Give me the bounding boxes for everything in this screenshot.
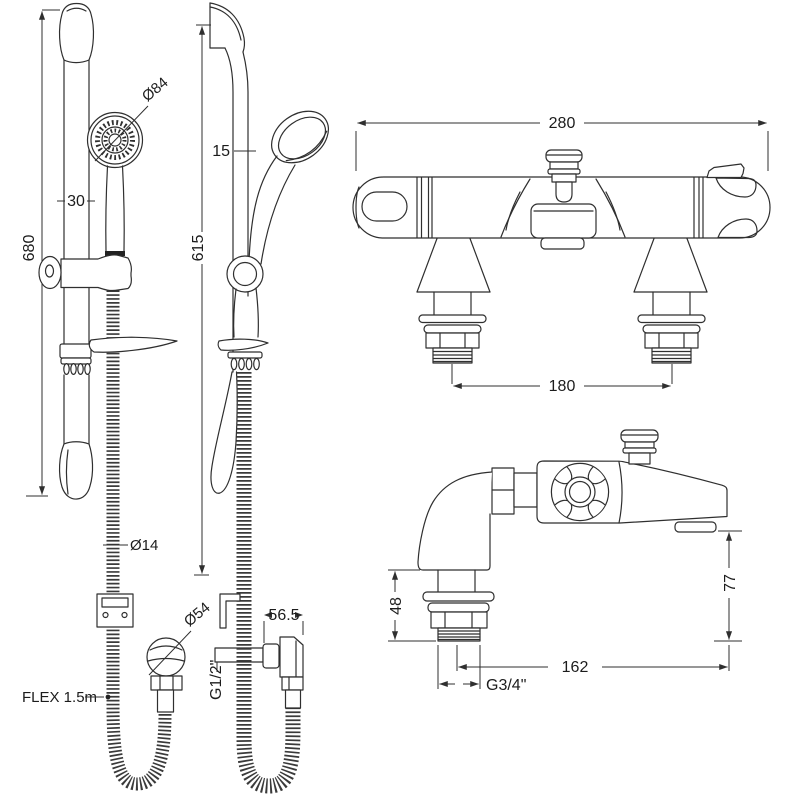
shower-hose-side xyxy=(244,372,293,786)
tail-centres-dimension: 180 xyxy=(549,378,576,395)
shower-outlet-front xyxy=(541,238,584,249)
diverter-side xyxy=(621,430,658,464)
soap-dish-front xyxy=(89,337,177,352)
flow-handle-grip xyxy=(362,192,407,221)
rail-depth-dimension: 15 xyxy=(212,143,230,160)
deck-to-thread-dimension: 48 xyxy=(388,597,405,615)
wall-outlet-side xyxy=(263,637,303,708)
rail-top-end xyxy=(60,4,94,63)
temperature-handle xyxy=(707,164,757,238)
rail-front-view: 680 30 Ø84 xyxy=(21,4,214,785)
spout-height-dimension: 77 xyxy=(722,574,739,592)
handset-handle xyxy=(106,166,108,251)
outlet-projection-dimension: 56.5 xyxy=(268,607,299,624)
projection-dimension: 162 xyxy=(562,659,589,676)
shower-head-side xyxy=(262,101,339,174)
soap-dish-side xyxy=(218,339,268,350)
ring-holder xyxy=(227,256,263,292)
hose-flex-label: FLEX 1.5m xyxy=(22,689,97,706)
shower-hose xyxy=(113,263,165,784)
rail-side-view: 615 15 xyxy=(190,3,338,786)
rail-height-dimension: 680 xyxy=(21,235,38,262)
mixer-tail-side xyxy=(423,570,494,641)
mixer-left-leg xyxy=(417,239,490,364)
rail-bottom-side xyxy=(211,372,237,493)
elbow-diameter-label: Ø54 xyxy=(181,599,214,630)
hose-diameter-label: Ø14 xyxy=(130,537,158,554)
outlet-thread-label: G1/2" xyxy=(208,660,225,700)
handset-tail-side xyxy=(234,289,236,337)
rail-decorative-nut xyxy=(61,358,91,374)
wall-elbow-outlet xyxy=(147,631,191,712)
body-flank-curve xyxy=(501,179,530,237)
mixer-right-leg xyxy=(634,239,707,364)
decorative-nut-side xyxy=(228,352,262,370)
mixer-side-view: 48 77 162 G3/4" xyxy=(388,430,742,694)
diverter-front xyxy=(546,150,582,202)
hose-wall-bracket-side xyxy=(220,594,240,628)
rail-width-dimension: 30 xyxy=(67,193,85,210)
temperature-lever xyxy=(707,164,744,178)
mixer-handle-side xyxy=(546,458,614,526)
tail-thread-label: G3/4" xyxy=(486,677,526,694)
handset-holder xyxy=(39,255,131,291)
rail-side-height-dimension: 615 xyxy=(190,235,207,262)
inlet-nut-side xyxy=(492,468,537,514)
rail-bottom-end xyxy=(60,442,93,499)
mixer-leg-side xyxy=(418,472,492,570)
handset-handle-side xyxy=(249,156,277,262)
head-diameter-label: Ø84 xyxy=(139,74,172,105)
mixer-centre-block xyxy=(531,204,596,238)
rail-collar xyxy=(60,344,91,358)
shower-head-front xyxy=(88,106,149,168)
mixer-width-dimension: 280 xyxy=(549,115,576,132)
mixer-front-view: 280 xyxy=(353,115,770,395)
hose-wall-bracket xyxy=(97,594,133,627)
rail-top-bracket-side xyxy=(210,3,245,52)
spout-mouth xyxy=(675,522,716,532)
